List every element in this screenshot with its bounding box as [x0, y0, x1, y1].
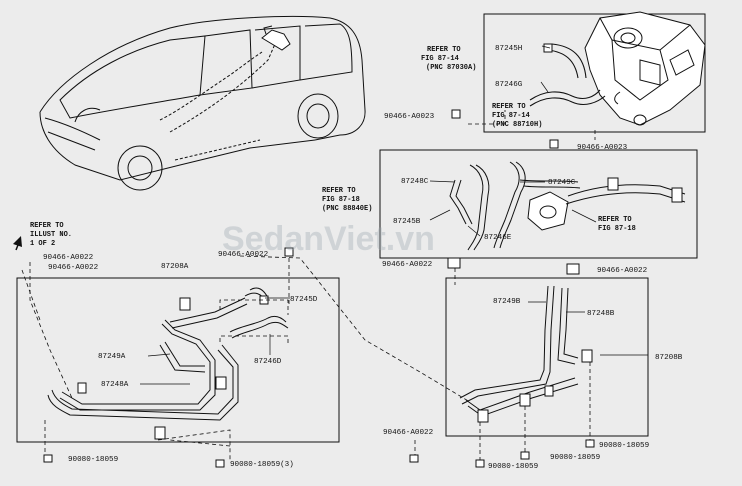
label-87246E: 87246E: [484, 234, 512, 242]
ref-fig-87-14-b: REFER TO FIG 87-14 (PNC 88710H): [492, 103, 542, 129]
label-90466-A0022-right: 90466-A0022: [597, 267, 648, 275]
label-87248A: 87248A: [101, 381, 129, 389]
label-87245D: 87245D: [290, 296, 318, 304]
label-90080-left: 90080-18059: [68, 456, 119, 464]
label-87249C: 87249C: [548, 179, 576, 187]
pipe-clamps: [77, 295, 269, 440]
rear-heater-unit-illustration: [584, 11, 706, 126]
mid-pipes: [449, 161, 581, 251]
label-87208B: 87208B: [655, 354, 683, 362]
arrow-icon: [13, 236, 22, 251]
rear-lower-pipes: [459, 285, 579, 417]
label-90466-A0022-center: 90466-A0022: [218, 251, 269, 259]
label-90466-A0022-tl2: 90466-A0022: [48, 264, 99, 272]
clip-90466-top-left: [451, 109, 461, 119]
ref-fig-87-14-a: REFER TO FIG 87-14 (PNC 87030A): [421, 46, 476, 72]
label-90080-right2: 90080-18059: [550, 454, 601, 462]
label-90466-A0023-left: 90466-A0023: [384, 113, 435, 121]
label-87245H: 87245H: [495, 45, 522, 53]
clip-90466-top-right: [549, 139, 559, 149]
watermark: SedanViet.vn: [222, 220, 435, 258]
label-90080-right3: 90080-18059: [488, 463, 539, 471]
water-valve-illustration: [527, 177, 686, 231]
label-87249B: 87249B: [493, 298, 521, 306]
label-90080-3: 90080-18059(3): [230, 461, 294, 469]
part-number-labels: 87245H 87246G 90466-A0023 90466-A0023 87…: [43, 45, 683, 471]
heater-unit-box: [483, 13, 706, 133]
label-87246D: 87246D: [254, 358, 282, 366]
clip-90466-right: [566, 263, 580, 275]
ref-illust: REFER TO ILLUST NO. 1 OF 2: [30, 222, 76, 248]
ref-fig-87-18-b: REFER TO FIG 87-18: [598, 216, 636, 233]
label-90466-A0022-bottom: 90466-A0022: [383, 429, 434, 437]
label-87246G: 87246G: [495, 81, 523, 89]
label-87249A: 87249A: [98, 353, 126, 361]
hose-87246G: [529, 89, 606, 107]
label-87208A: 87208A: [161, 263, 189, 271]
label-90466-A0022-mid: 90466-A0022: [382, 261, 433, 269]
hose-87245H: [543, 43, 587, 79]
label-87245B: 87245B: [393, 218, 421, 226]
label-90466-A0023-right: 90466-A0023: [577, 144, 628, 152]
clip-90466-mid: [447, 257, 461, 269]
front-piping-box: [16, 277, 340, 443]
rear-lower-piping-box: [445, 277, 649, 437]
label-87248C: 87248C: [401, 178, 429, 186]
rear-piping-box: [379, 149, 698, 259]
label-90080-right1: 90080-18059: [599, 442, 650, 450]
label-90466-A0022-tl1: 90466-A0022: [43, 254, 94, 262]
label-87248B: 87248B: [587, 310, 615, 318]
front-pipes: [47, 287, 289, 421]
ref-fig-87-18-a: REFER TO FIG 87-18 (PNC 88840E): [322, 187, 372, 213]
reference-labels: REFER TO FIG 87-14 (PNC 87030A) REFER TO…: [30, 46, 636, 248]
van-illustration: [39, 15, 366, 191]
